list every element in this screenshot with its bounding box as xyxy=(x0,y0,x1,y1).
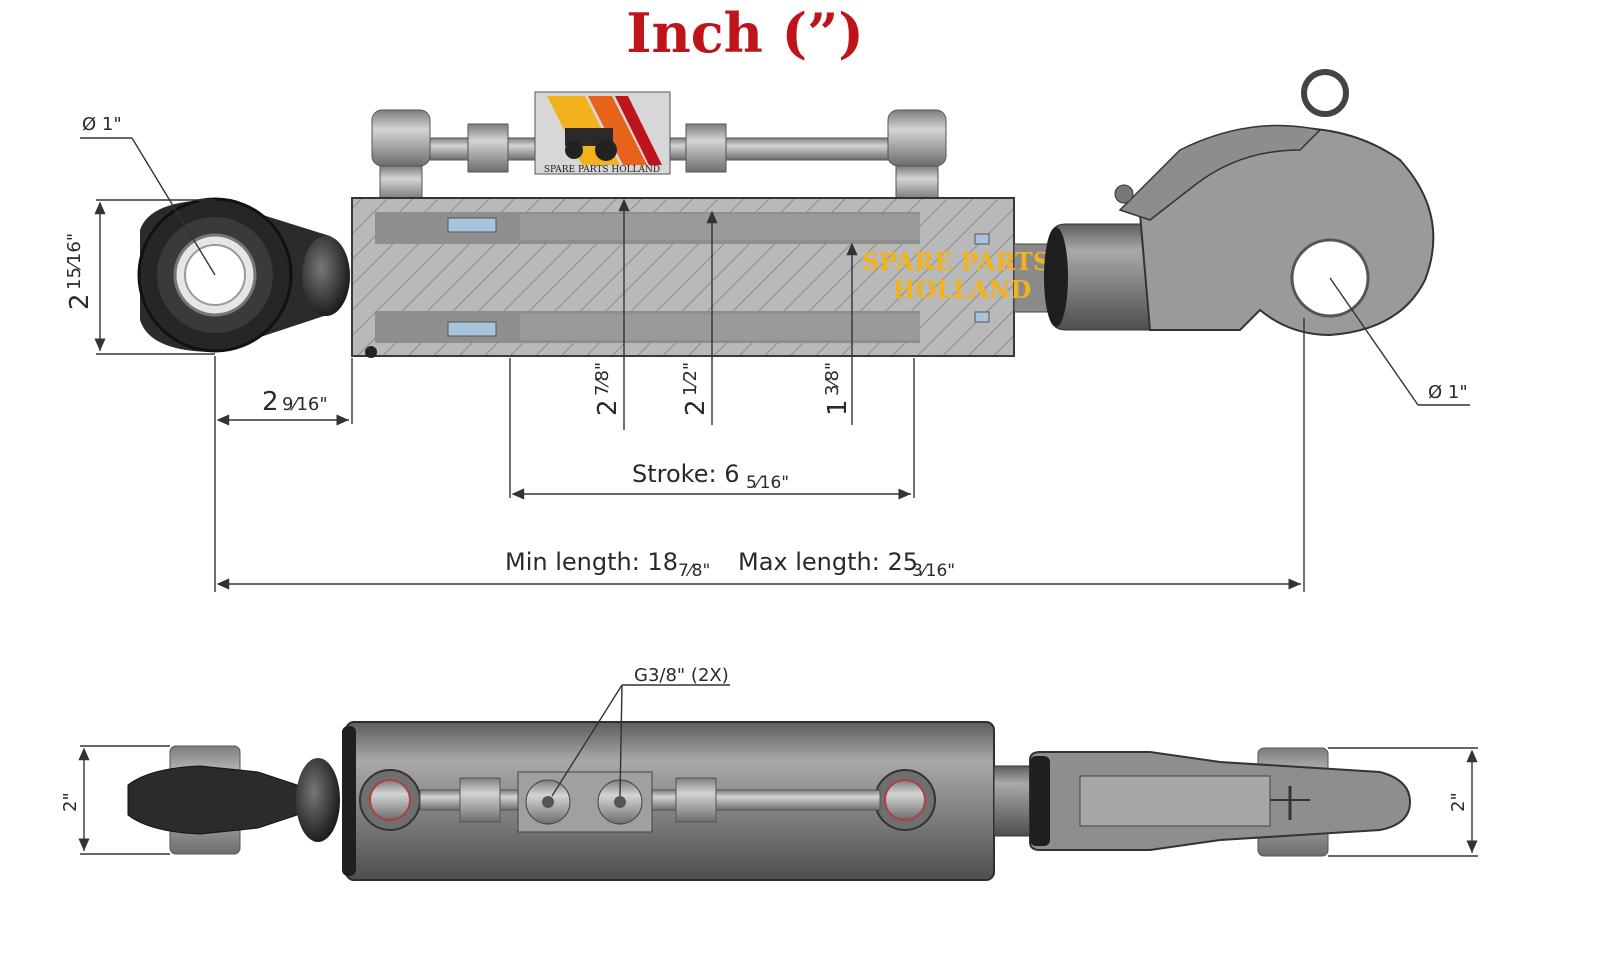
stroke-fraction: 5⁄16" xyxy=(746,473,789,493)
hook-top xyxy=(1029,747,1412,857)
left-eye-top xyxy=(127,745,340,855)
brand-logo: SPARE PARTS HOLLAND xyxy=(544,96,662,175)
stroke-label: Stroke: 6 xyxy=(632,460,739,488)
eye-height-whole: 2 xyxy=(65,293,95,310)
max-length-fraction: 3⁄16" xyxy=(912,561,955,581)
cylinder-barrel xyxy=(351,197,1015,357)
eye-offset-fraction: 9⁄16" xyxy=(282,394,328,415)
bore-inner-whole: 2 xyxy=(681,399,711,416)
left-eye-diameter: Ø 1" xyxy=(82,114,122,135)
rod-diameter-fraction: 3⁄8" xyxy=(822,362,843,396)
eye-offset-whole: 2 xyxy=(262,387,279,417)
watermark-line2: HOLLAND xyxy=(893,275,1032,304)
left-rod-eye xyxy=(137,197,350,353)
port-label: G3/8" (2X) xyxy=(634,665,729,686)
cylinder-section-view: SPARE PARTS HOLLAND SPARE PARTS HOLLAND xyxy=(137,69,1435,358)
logo-caption: SPARE PARTS HOLLAND xyxy=(544,165,660,175)
eye-height-fraction: 15⁄16" xyxy=(64,233,85,290)
section-dimensions: 2 15⁄16" Ø 1" Ø 1" 2 9⁄16" 2 7⁄8" 2 1⁄2" xyxy=(64,114,1470,592)
max-length-label: Max length: 25 xyxy=(738,548,918,576)
bore-inner-fraction: 1⁄2" xyxy=(680,362,701,396)
bore-outer-whole: 2 xyxy=(593,399,623,416)
min-length-fraction: 7⁄8" xyxy=(678,561,710,581)
cylinder-top-view xyxy=(127,721,1412,881)
right-eye-diameter: Ø 1" xyxy=(1428,382,1468,403)
left-width: 2" xyxy=(60,792,81,812)
right-width: 2" xyxy=(1448,792,1469,812)
watermark-line1: SPARE PARTS xyxy=(862,247,1050,276)
quick-hitch-hook xyxy=(1044,69,1435,337)
top-view-dimensions: 2" 2" G3/8" (2X) xyxy=(60,665,1478,857)
rod-diameter-whole: 1 xyxy=(823,399,853,416)
min-length-label: Min length: 18 xyxy=(505,548,678,576)
bore-outer-fraction: 7⁄8" xyxy=(592,362,613,396)
page-title: Inch (”) xyxy=(626,1,864,65)
hydraulic-pipe xyxy=(371,91,947,203)
